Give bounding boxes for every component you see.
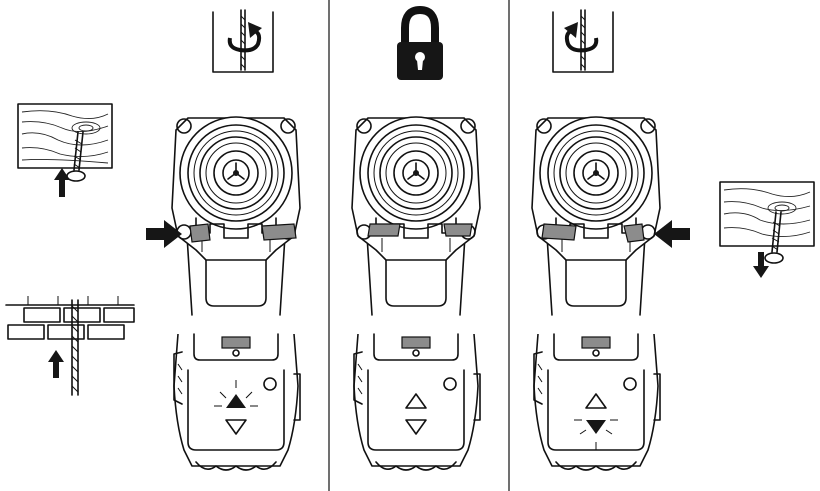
drill-front-view-lock: [352, 117, 480, 315]
brick-drilling-illustration: [6, 296, 134, 395]
drill-rear-view-forward: [174, 334, 300, 470]
drill-front-view-forward: [172, 117, 300, 315]
wood-screw-driving-illustration: [18, 104, 112, 181]
clockwise-rotation-icon: [213, 10, 273, 72]
drill-front-view-reverse: [532, 117, 660, 315]
drill-rear-view-lock: [354, 334, 480, 470]
drill-rear-view-reverse: [534, 334, 660, 470]
push-arrow-left-icon: [654, 220, 690, 248]
up-arrow-icon: [54, 168, 70, 197]
wood-screw-removal-illustration: [720, 182, 814, 263]
padlock-icon: [397, 10, 443, 80]
up-arrow-icon: [48, 350, 64, 378]
counterclockwise-rotation-icon: [553, 10, 613, 72]
